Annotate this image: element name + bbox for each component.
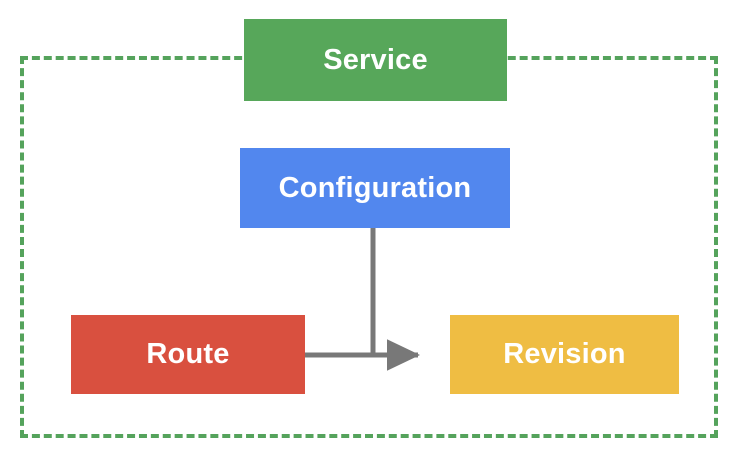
node-configuration[interactable]: Configuration bbox=[240, 148, 510, 228]
node-configuration-label: Configuration bbox=[278, 171, 472, 204]
node-revision[interactable]: Revision bbox=[450, 315, 679, 394]
node-route-label: Route bbox=[146, 338, 230, 370]
node-service[interactable]: Service bbox=[244, 19, 507, 101]
node-service-label: Service bbox=[323, 43, 428, 76]
node-route[interactable]: Route bbox=[71, 315, 305, 394]
node-revision-label: Revision bbox=[503, 338, 626, 370]
